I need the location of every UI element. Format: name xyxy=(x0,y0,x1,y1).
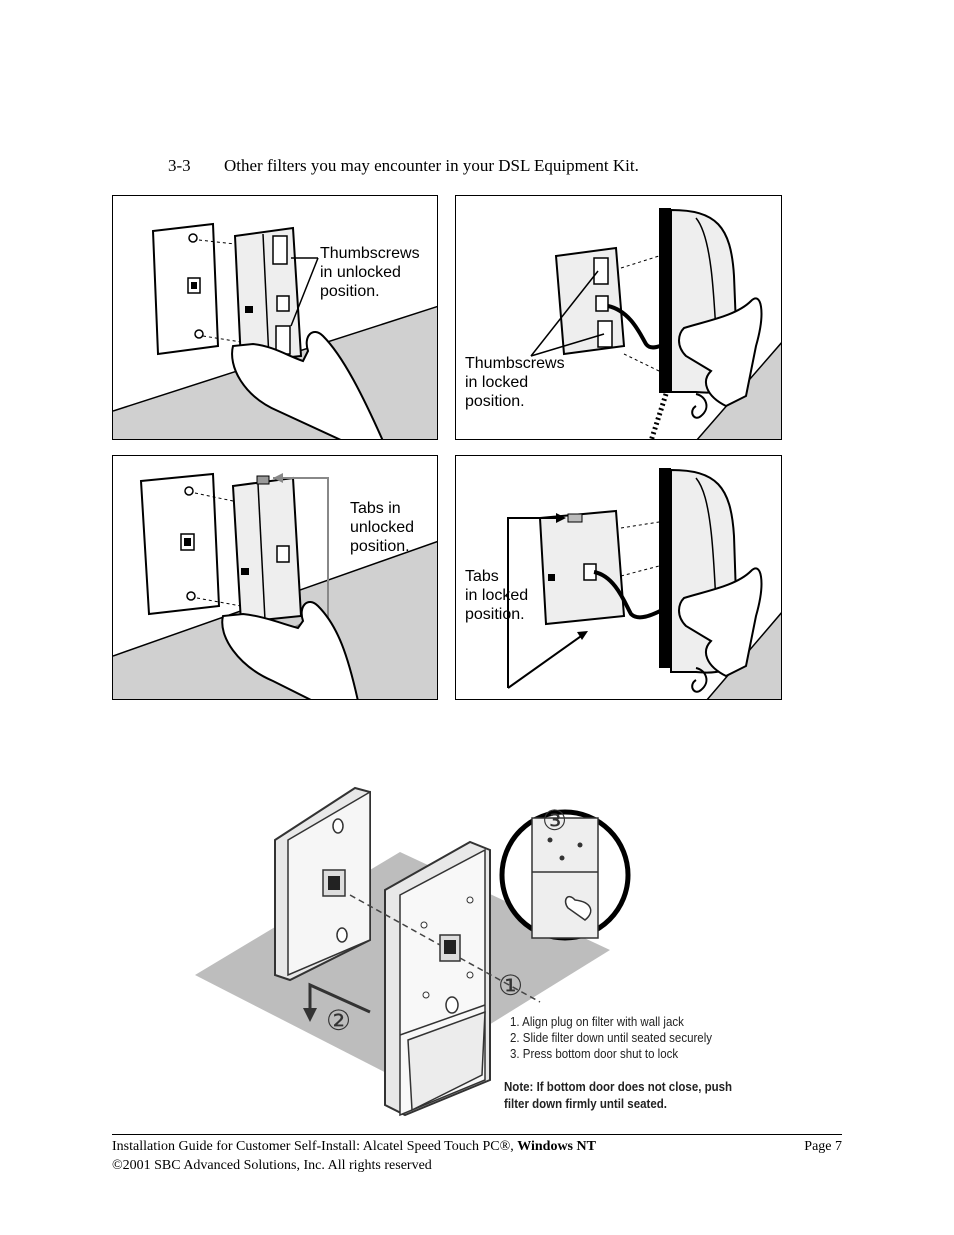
page-number: Page 7 xyxy=(804,1139,842,1154)
panel-tabs-unlocked: Tabs in unlocked position. xyxy=(112,455,438,700)
install-step: 2. Slide filter down until seated secure… xyxy=(510,1031,712,1045)
page-footer: Installation Guide for Customer Self-Ins… xyxy=(112,1137,842,1175)
filter-illustration-4 xyxy=(507,468,781,699)
step-3-marker: ③ xyxy=(542,804,567,837)
footer-divider xyxy=(112,1134,842,1135)
step-1-marker: ① xyxy=(498,969,523,1002)
footer-os-name: Windows NT xyxy=(517,1139,596,1154)
panel-tabs-locked: Tabs in locked position. xyxy=(455,455,782,700)
filter-illustration-1 xyxy=(113,222,437,439)
filter-illustration-2 xyxy=(530,208,781,439)
section-number: 3-3 xyxy=(168,156,191,175)
panel-thumbscrews-locked: Thumbscrews in locked position. xyxy=(455,195,782,440)
panel-caption: Thumbscrews in unlocked position. xyxy=(320,245,420,300)
panel-caption: Tabs in unlocked position. xyxy=(350,500,415,555)
section-title: Other filters you may encounter in your … xyxy=(224,156,639,175)
panel-caption: Thumbscrews in locked position. xyxy=(465,355,565,410)
install-steps-figure: ① ② ③ 1. Align plug on filter with wall … xyxy=(190,780,790,1120)
filter-illustration-3 xyxy=(113,472,437,699)
panel-caption: Tabs in locked position. xyxy=(465,568,529,623)
install-step: 3. Press bottom door shut to lock xyxy=(510,1047,679,1061)
panel-thumbscrews-unlocked: Thumbscrews in unlocked position. xyxy=(112,195,438,440)
filter-install-illustration: ① ② ③ xyxy=(195,786,631,1117)
install-step: 1. Align plug on filter with wall jack xyxy=(510,1015,684,1029)
install-step-list: 1. Align plug on filter with wall jack 2… xyxy=(510,1014,712,1062)
footer-copyright: ©2001 SBC Advanced Solutions, Inc. All r… xyxy=(112,1158,432,1173)
install-note: Note: If bottom door does not close, pus… xyxy=(504,1080,733,1111)
footer-guide-title: Installation Guide for Customer Self-Ins… xyxy=(112,1139,518,1154)
step-2-marker: ② xyxy=(326,1004,351,1037)
section-heading: 3-3 Other filters you may encounter in yo… xyxy=(168,156,639,176)
footer-title-line: Installation Guide for Customer Self-Ins… xyxy=(112,1137,842,1156)
